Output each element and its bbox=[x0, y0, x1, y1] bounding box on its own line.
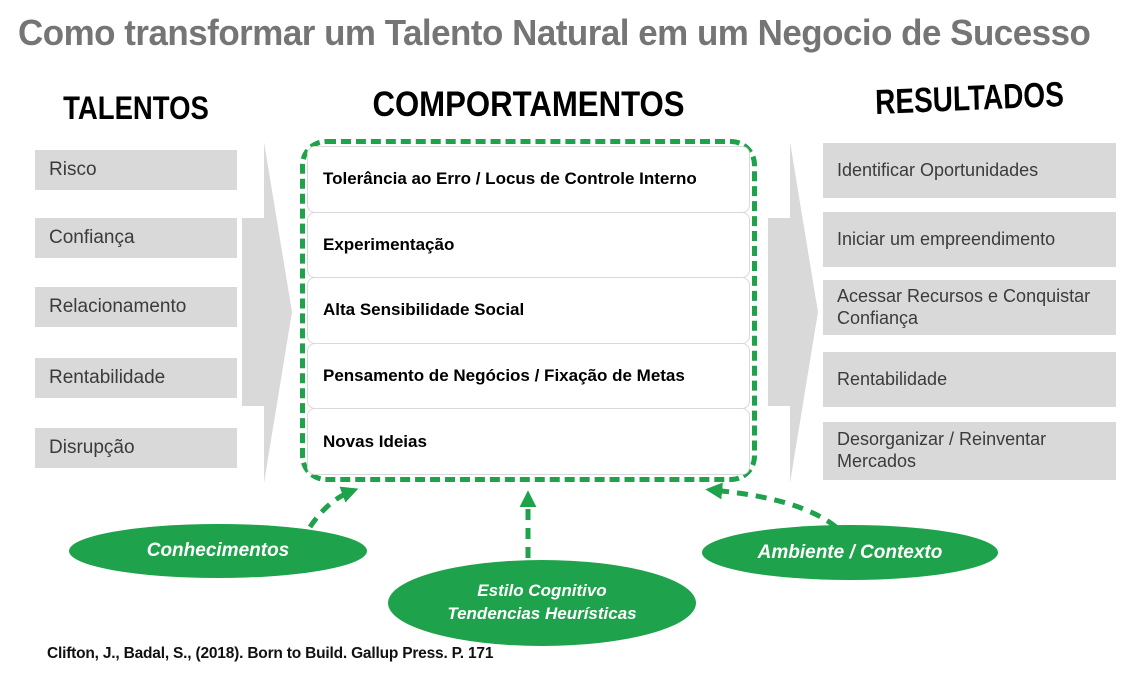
talento-box-disrupcao: Disrupção bbox=[35, 428, 237, 468]
citation: Clifton, J., Badal, S., (2018). Born to … bbox=[47, 645, 494, 662]
ellipse-estilo-cognitivo: Estilo Cognitivo Tendencias Heurísticas bbox=[388, 560, 696, 646]
comportamentos-dashed-box: Tolerância ao Erro / Locus de Controle I… bbox=[300, 139, 757, 482]
comportamento-row-novas-ideias: Novas Ideias bbox=[307, 408, 750, 475]
resultado-box-acessar: Acessar Recursos e Conquistar Confiança bbox=[823, 280, 1116, 335]
flow-arrow-right-icon bbox=[768, 142, 818, 483]
comportamentos-header: COMPORTAMENTOS bbox=[372, 85, 685, 124]
comportamento-row-experimentacao: Experimentação bbox=[307, 211, 750, 279]
ellipse-conhecimentos-label: Conhecimentos bbox=[146, 540, 290, 562]
ellipse-ambiente-label: Ambiente / Contexto bbox=[757, 541, 943, 563]
resultado-box-iniciar: Iniciar um empreendimento bbox=[823, 212, 1116, 267]
ellipse-estilo-line2: Tendencias Heurísticas bbox=[447, 604, 637, 623]
resultado-box-identificar: Identificar Oportunidades bbox=[823, 143, 1116, 198]
ellipse-ambiente-contexto: Ambiente / Contexto bbox=[702, 525, 998, 580]
flow-arrow-left-icon bbox=[242, 142, 292, 483]
ellipse-conhecimentos: Conhecimentos bbox=[69, 524, 367, 578]
talento-box-risco: Risco bbox=[35, 150, 237, 190]
talento-box-relacionamento: Relacionamento bbox=[35, 287, 237, 327]
talento-box-rentabilidade: Rentabilidade bbox=[35, 358, 237, 398]
resultado-box-desorganizar: Desorganizar / Reinventar Mercados bbox=[823, 422, 1116, 480]
comportamento-row-sensibilidade: Alta Sensibilidade Social bbox=[307, 277, 750, 344]
resultado-box-rentabilidade: Rentabilidade bbox=[823, 352, 1116, 407]
comportamento-row-tolerancia: Tolerância ao Erro / Locus de Controle I… bbox=[307, 146, 750, 213]
talento-box-confianca: Confiança bbox=[35, 218, 237, 258]
talentos-header: TALENTOS bbox=[63, 90, 209, 126]
resultados-header: RESULTADOS bbox=[874, 74, 1065, 123]
connector-ambiente-arrow-icon bbox=[705, 482, 838, 529]
slide-title: Como transformar um Talento Natural em u… bbox=[18, 12, 1091, 53]
ellipse-estilo-line1: Estilo Cognitivo bbox=[477, 581, 607, 601]
comportamento-row-pensamento: Pensamento de Negócios / Fixação de Meta… bbox=[307, 342, 750, 410]
connector-conhecimentos-arrow-icon bbox=[307, 486, 359, 529]
